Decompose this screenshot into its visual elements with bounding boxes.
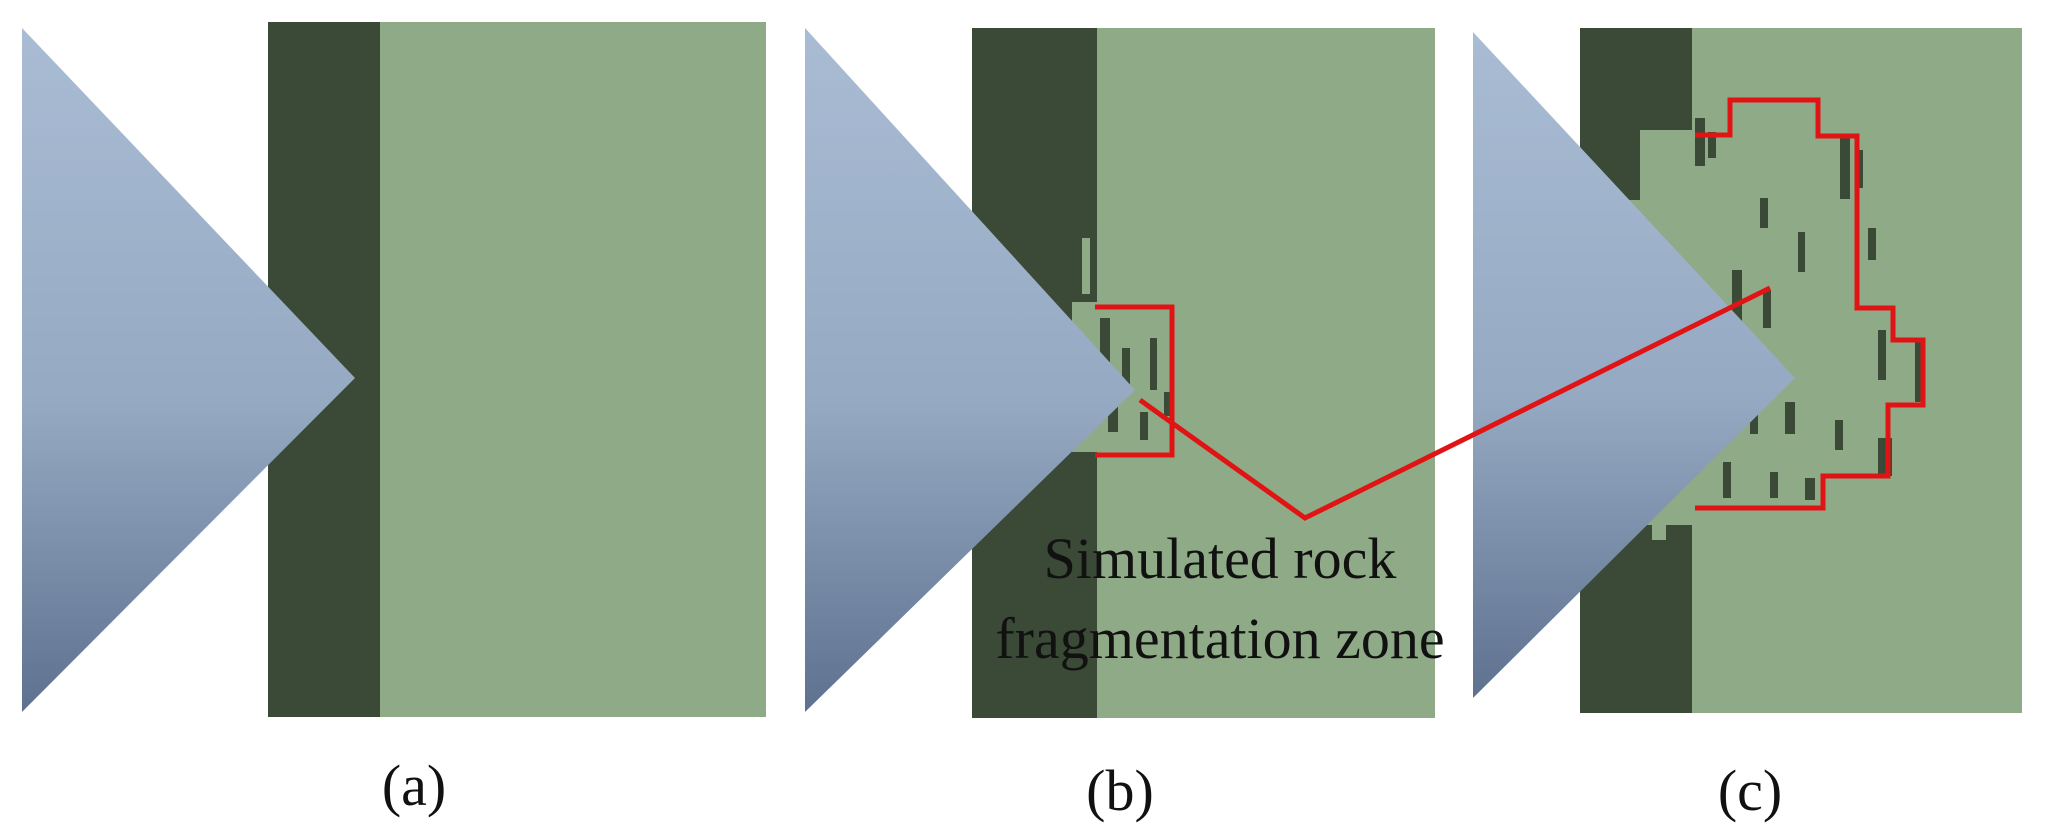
panel-c: (c) [1473,28,2022,823]
fragmentation-outline-c [1695,97,1926,511]
panel-label-b: (b) [1086,758,1154,823]
annotation-text-line-2: fragmentation zone [995,606,1444,671]
annotation-leader-line [1138,285,1772,521]
panel-label-c: (c) [1718,758,1782,823]
fragment-debris-c [1695,118,1925,500]
fragment-debris-b [1100,318,1170,440]
panel-a: (a) [22,22,766,818]
fragmentation-outline-b [1095,304,1175,458]
cone-tool-a [22,28,355,712]
cone-tool-c [1473,32,1795,698]
annotation-group: Simulated rock fragmentation zone [995,285,1772,671]
rock-body-a [380,22,766,717]
panel-label-a: (a) [382,753,446,818]
annotation-text-line-1: Simulated rock [1044,526,1397,591]
cone-tool-b [805,28,1135,712]
panel-b: (b) [805,28,1435,823]
